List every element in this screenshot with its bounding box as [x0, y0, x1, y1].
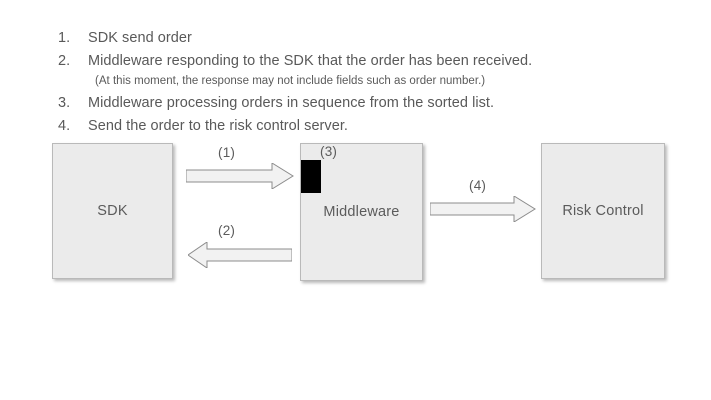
list-item-note: (At this moment, the response may not in… — [95, 75, 486, 87]
node-middleware-label: Middleware — [323, 204, 400, 220]
list-item: 4. Send the order to the risk control se… — [58, 115, 678, 137]
node-risk-control: Risk Control — [541, 143, 665, 279]
list-item: 1. SDK send order — [58, 27, 678, 49]
list-item-text: Send the order to the risk control serve… — [88, 118, 349, 134]
list-item-number: 1. — [58, 30, 71, 46]
arrow-label-1: (1) — [218, 145, 236, 160]
node-risk-control-label: Risk Control — [562, 203, 644, 219]
arrow-label-4: (4) — [469, 178, 487, 193]
middleware-queue-marker-icon — [301, 160, 321, 193]
list-item-number: 3. — [58, 95, 71, 111]
list-item-text: SDK send order — [88, 30, 192, 46]
callout-label-3: (3) — [320, 144, 338, 159]
list-item-text: Middleware processing orders in sequence… — [88, 95, 495, 111]
arrow-middleware-to-risk-control — [430, 196, 536, 222]
list-item-text: Middleware responding to the SDK that th… — [88, 53, 533, 69]
list-item-number: 2. — [58, 53, 71, 69]
node-sdk: SDK — [52, 143, 173, 279]
arrow-sdk-to-middleware — [186, 163, 294, 189]
list-item: 3. Middleware processing orders in seque… — [58, 92, 678, 114]
list-item: 2. Middleware responding to the SDK that… — [58, 50, 678, 72]
arrow-label-2: (2) — [218, 223, 236, 238]
list-item-number: 4. — [58, 118, 71, 134]
arrow-middleware-to-sdk — [188, 242, 292, 268]
node-middleware: Middleware — [300, 143, 423, 281]
steps-list: 1. SDK send order 2. Middleware respondi… — [58, 27, 678, 138]
node-sdk-label: SDK — [97, 203, 128, 219]
